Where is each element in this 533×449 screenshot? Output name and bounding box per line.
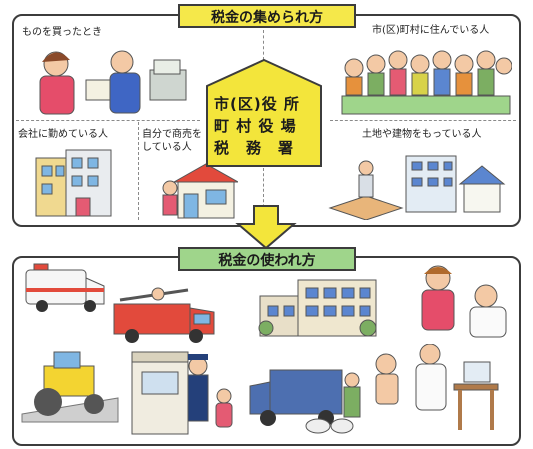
tax-usage-title: 税金の使われ方	[178, 247, 356, 271]
source-residents-label: 市(区)町村に住んでいる人	[372, 25, 490, 36]
residents-illustration	[341, 50, 512, 115]
garbage-truck-icon	[249, 369, 361, 434]
divider	[16, 120, 200, 121]
tax-office-label: 税 務 署	[214, 139, 295, 157]
road-roller-icon	[21, 351, 119, 423]
town-office-label: 町 村 役 場	[214, 117, 297, 135]
source-company-label: 会社に勤めている人	[18, 129, 108, 140]
shop-illustration	[162, 163, 238, 219]
source-shopping-label: ものを買ったとき	[22, 27, 102, 38]
police-box-icon	[131, 351, 233, 435]
divider	[263, 30, 264, 60]
source-business-label: 自分で商売をしている人	[142, 129, 202, 153]
company-building-illustration	[35, 149, 112, 217]
school-icon	[258, 279, 377, 337]
clinic-icon	[421, 265, 507, 338]
down-arrow-icon	[235, 205, 297, 250]
doctor-icon	[375, 344, 499, 430]
fire-truck-icon	[113, 287, 215, 343]
divider	[263, 168, 264, 223]
city-office-label: 市(区)役 所	[214, 95, 300, 113]
government-office-shape	[206, 58, 322, 167]
land-building-illustration	[328, 155, 506, 220]
shopping-illustration	[39, 50, 187, 115]
tax-collection-title: 税金の集められ方	[178, 4, 356, 28]
source-land-label: 土地や建物をもっている人	[362, 129, 482, 140]
divider	[138, 122, 139, 220]
divider	[330, 120, 516, 121]
ambulance-icon	[25, 263, 105, 312]
